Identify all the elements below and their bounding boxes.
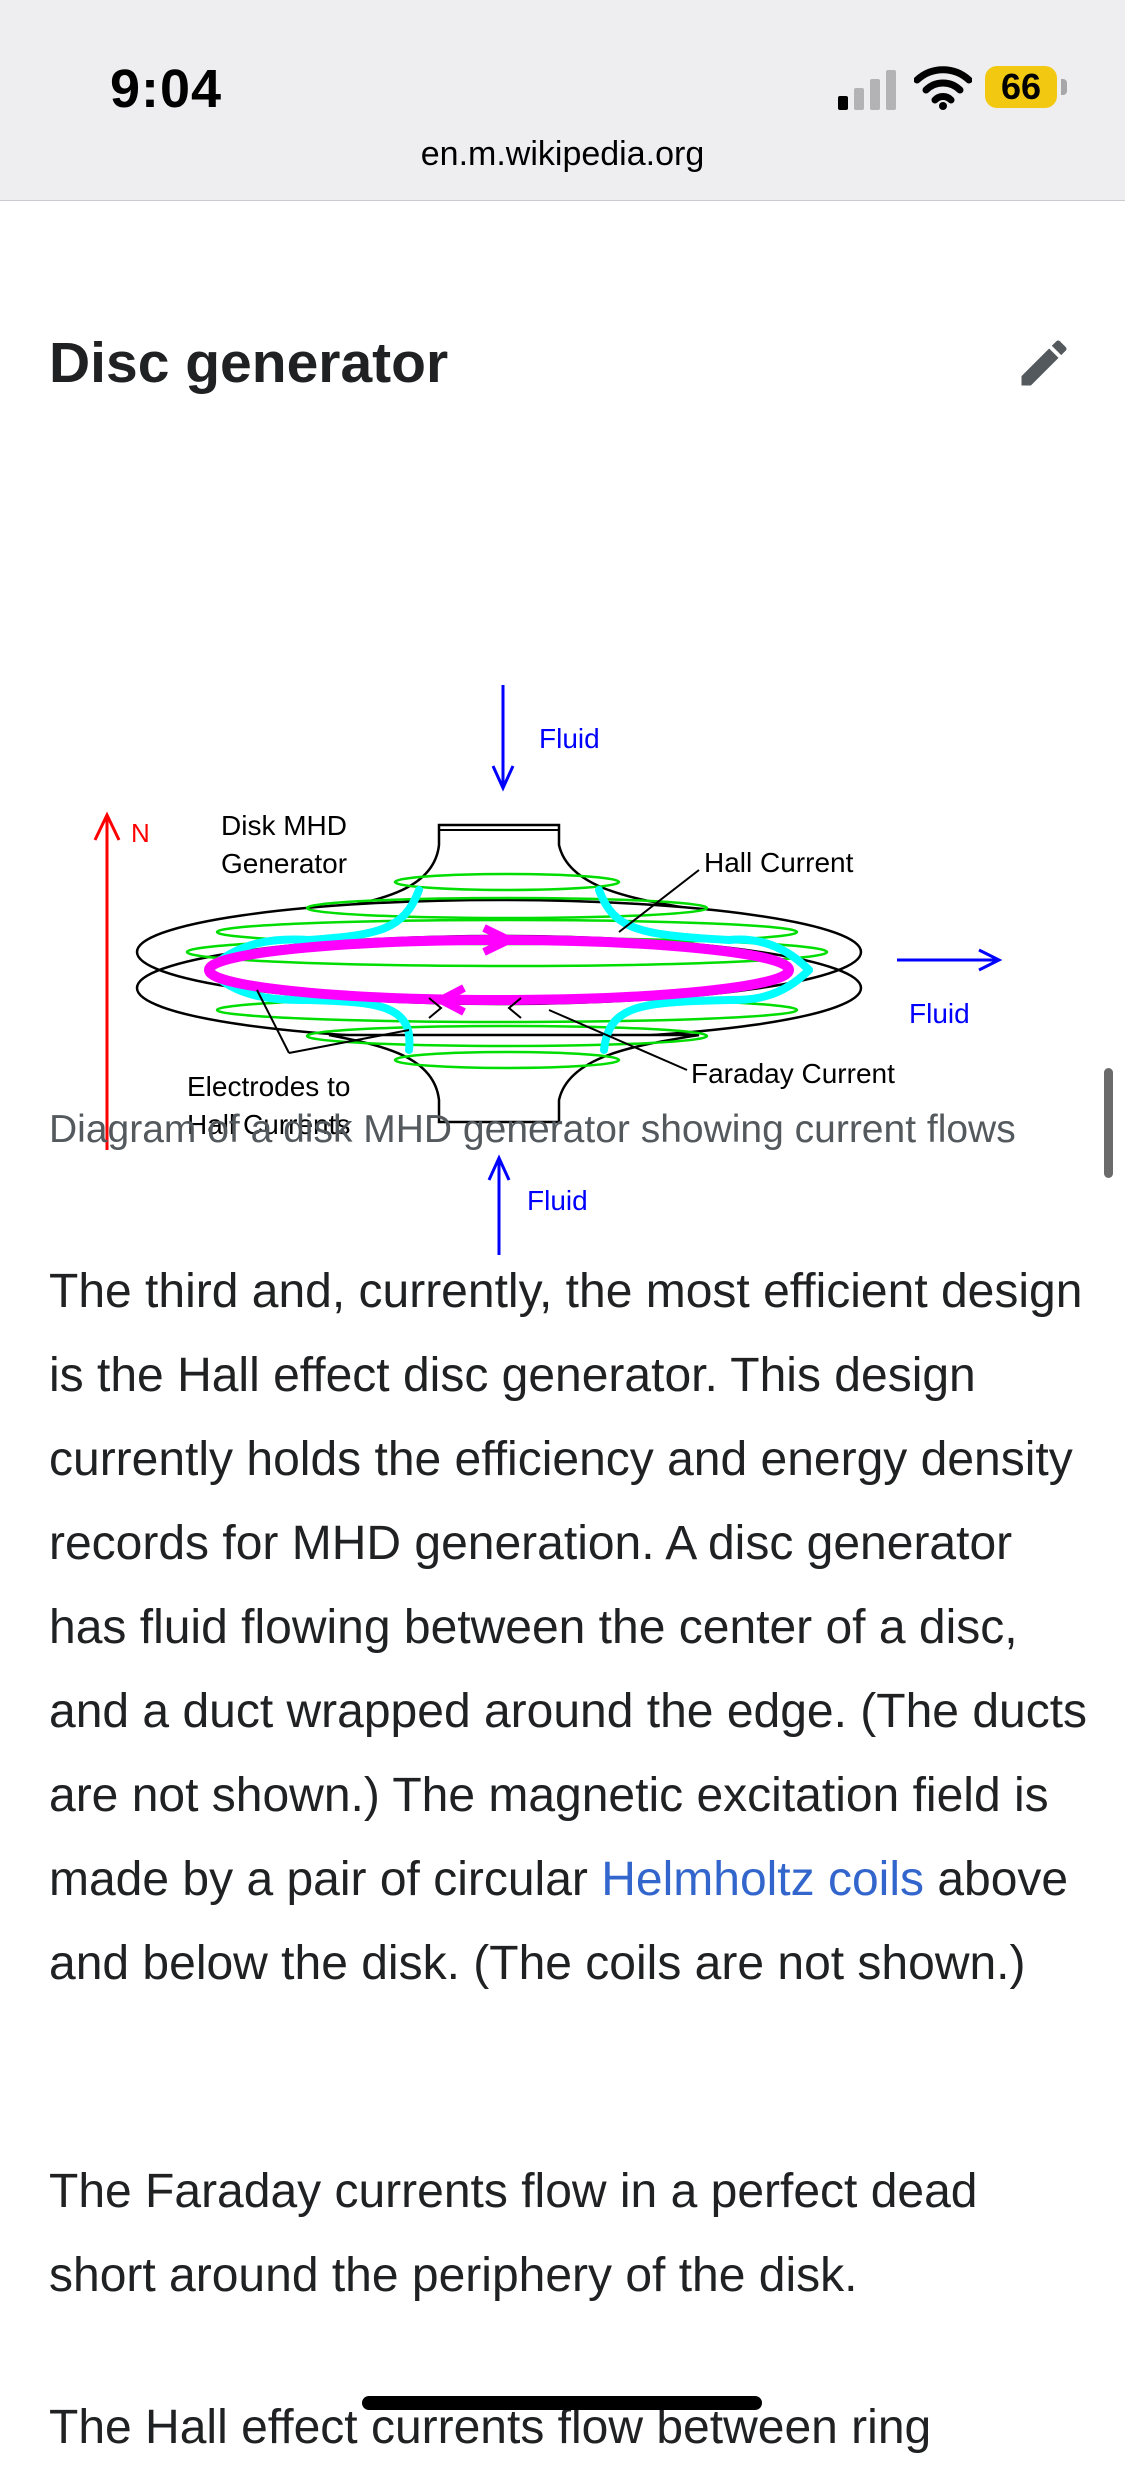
faraday-current-label: Faraday Current (691, 1058, 895, 1089)
faraday-current-ring (204, 935, 794, 1005)
electrodes-label-line2: Hall Currents (187, 1109, 350, 1140)
electrodes-leader-2 (288, 1029, 410, 1054)
north-arrowhead (93, 811, 121, 841)
battery-cap (1061, 79, 1067, 95)
cellular-signal-icon (838, 70, 896, 110)
address-bar-url[interactable]: en.m.wikipedia.org (420, 135, 705, 173)
paragraph-1-text-before: The third and, currently, the most effic… (49, 1265, 1088, 1906)
wifi-icon (914, 66, 972, 110)
faraday-arrow-left (432, 984, 466, 1016)
fluid-arrowhead-top (491, 765, 515, 792)
disk-label-line1: Disk MHD (221, 810, 347, 841)
home-indicator[interactable] (362, 2396, 762, 2410)
scroll-indicator[interactable] (1104, 1068, 1113, 1178)
fluid-label-right: Fluid (909, 998, 970, 1029)
hall-current-label: Hall Current (704, 847, 854, 878)
electrodes-leader-1 (256, 989, 290, 1054)
fluid-arrowhead-right (978, 948, 1003, 972)
fluid-label-top: Fluid (539, 723, 600, 754)
helmholtz-coils-link[interactable]: Helmholtz coils (601, 1853, 924, 1906)
status-time: 9:04 (110, 59, 223, 119)
north-label: N (131, 818, 150, 848)
disk-label-line2: Generator (221, 848, 347, 879)
paragraph-1: The third and, currently, the most effic… (49, 1250, 1089, 2006)
fluid-arrowhead-bottom (487, 1154, 511, 1181)
status-bar: 9:04 66 en.m.wikipedia.org (0, 0, 1125, 201)
fluid-label-bottom: Fluid (527, 1185, 588, 1216)
paragraph-2: The Faraday currents flow in a perfect d… (49, 2165, 978, 2302)
lower-arrow-left (428, 997, 443, 1019)
figure-caption: Diagram of a disk MHD generator showing … (49, 1108, 1016, 1151)
lower-arrow-right (507, 997, 522, 1019)
faraday-arrow-right (482, 924, 519, 956)
pencil-edit-icon[interactable] (1014, 333, 1074, 393)
electrodes-label-line1: Electrodes to (187, 1071, 350, 1102)
section-heading: Disc generator (49, 331, 449, 395)
battery-icon: 66 (985, 66, 1069, 112)
battery-level: 66 (985, 66, 1057, 108)
paragraph-1-text-after: above and below the disk. (The coils are… (49, 1853, 1069, 1990)
disk-mhd-generator-diagram[interactable]: N Disk MHD Generator Fluid (79, 470, 1079, 1270)
hall-current-leader (618, 869, 700, 933)
faraday-current-leader (548, 1009, 688, 1071)
